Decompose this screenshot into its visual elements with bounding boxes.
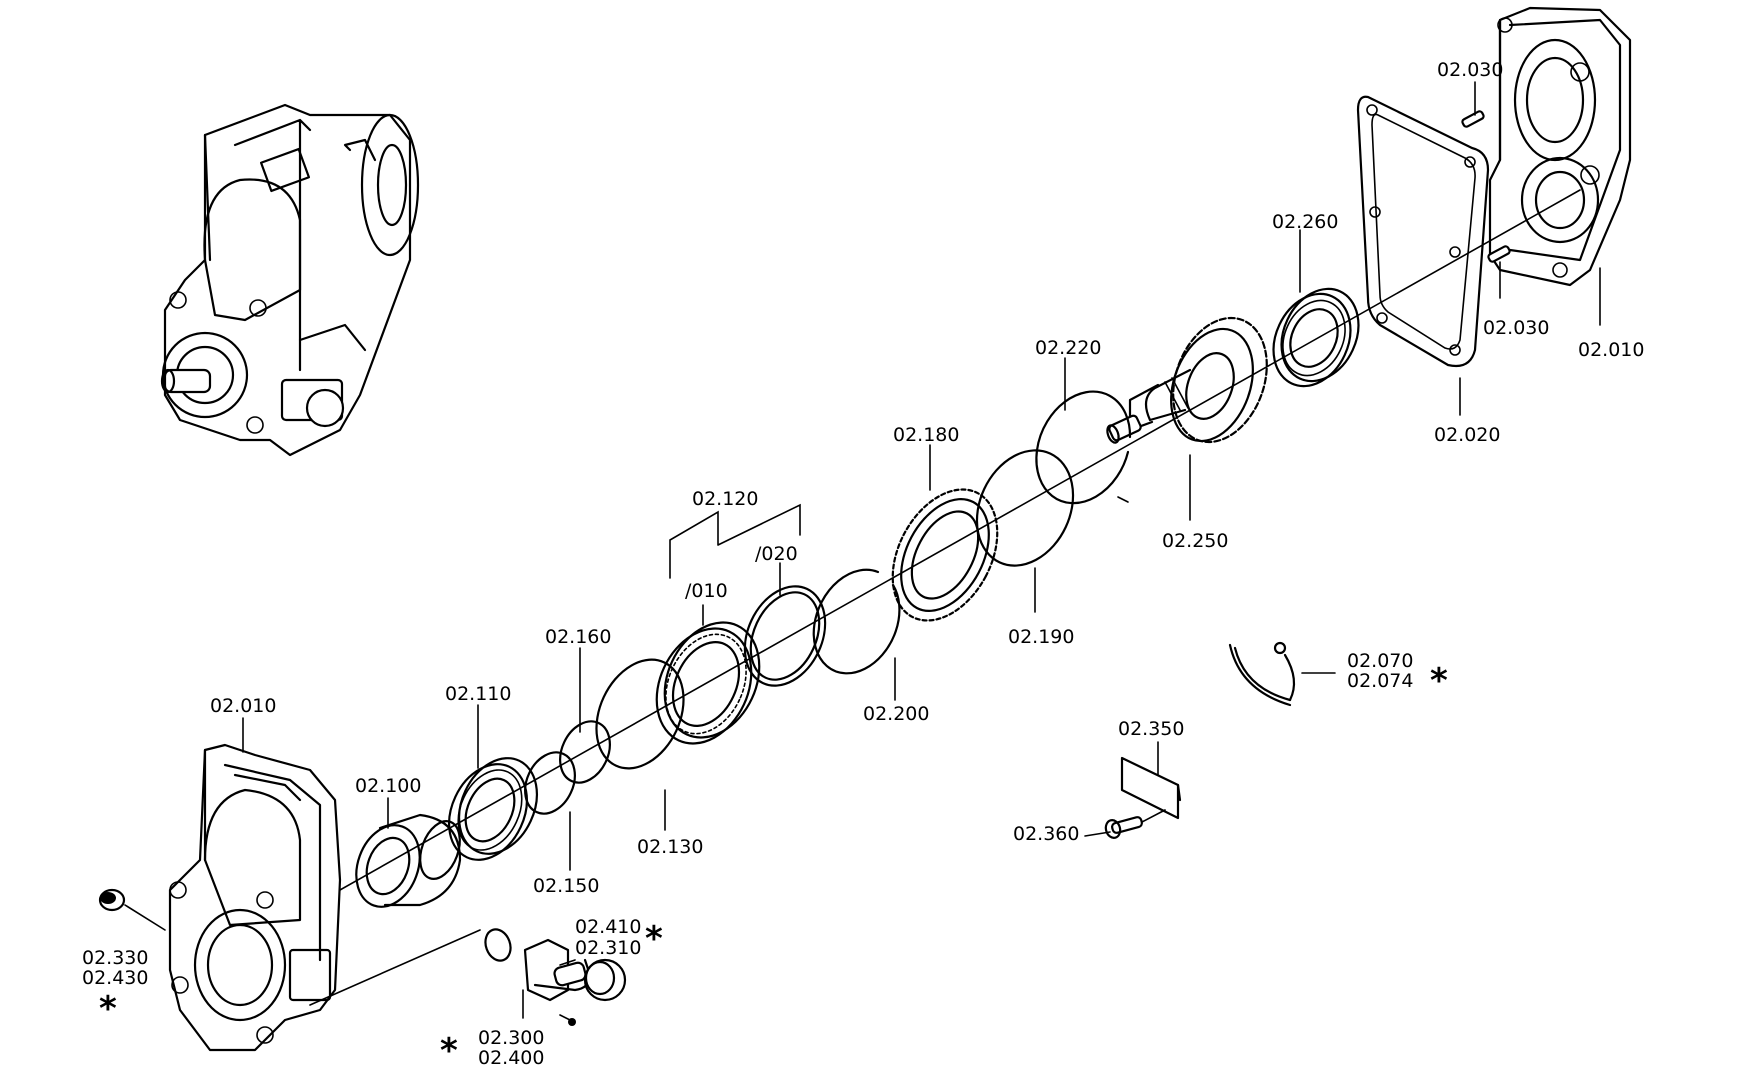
bearing-02-110 <box>448 757 538 861</box>
synchro-ring-02-180 <box>891 488 999 622</box>
gasket <box>1356 95 1490 368</box>
label-02-030-mid: 02.030 <box>1483 317 1549 339</box>
assembly-axis <box>339 189 1581 891</box>
label-02-400: 02.400 <box>478 1047 544 1069</box>
label-02-110: 02.110 <box>445 683 511 705</box>
screw-02-360 <box>1104 809 1166 839</box>
label-02-330: 02.330 <box>82 947 148 969</box>
label-02-250: 02.250 <box>1162 530 1228 552</box>
circlip-02-070 <box>1228 641 1296 707</box>
label-02-410: 02.410 <box>575 916 641 938</box>
label-02-020: 02.020 <box>1434 424 1500 446</box>
ring-02-150 <box>524 751 576 815</box>
sensor-assembly <box>309 928 627 1026</box>
label-02-360: 02.360 <box>1013 823 1079 845</box>
sleeve-02-100 <box>355 813 462 908</box>
label-02-070: 02.070 <box>1347 650 1413 672</box>
asterisk-02-330: * <box>99 989 117 1029</box>
label-02-130: 02.130 <box>637 836 703 858</box>
gear-shaft-02-250 <box>1106 316 1268 444</box>
label-02-100: 02.100 <box>355 775 421 797</box>
label-02-180: 02.180 <box>893 424 959 446</box>
ring-02-160 <box>559 720 611 784</box>
asterisk-02-410: * <box>645 919 663 959</box>
asterisk-02-070: * <box>1430 661 1448 701</box>
asterisk-02-300: * <box>440 1031 458 1070</box>
bearing-02-260 <box>1272 287 1360 388</box>
housing-left <box>168 743 342 1052</box>
ring-02-130 <box>595 658 685 770</box>
ring-02-190 <box>975 449 1075 567</box>
part-labels: 02.030 02.010 02.030 02.260 02.020 02.22… <box>82 59 1644 1070</box>
label-02-260: 02.260 <box>1272 211 1338 233</box>
label-02-190: 02.190 <box>1008 626 1074 648</box>
label-02-074: 02.074 <box>1347 670 1413 692</box>
label-010: /010 <box>685 580 728 602</box>
label-02-310: 02.310 <box>575 937 641 959</box>
snap-ring-02-220 <box>1035 390 1132 505</box>
plug-02-330 <box>98 888 166 931</box>
label-02-350: 02.350 <box>1118 718 1184 740</box>
dowel-pins <box>1461 110 1511 263</box>
label-02-010-right: 02.010 <box>1578 339 1644 361</box>
snap-ring-02-200 <box>812 568 901 675</box>
label-02-030-top: 02.030 <box>1437 59 1503 81</box>
label-02-200: 02.200 <box>863 703 929 725</box>
label-020: /020 <box>755 543 798 565</box>
assembled-unit-view <box>160 103 420 457</box>
bracket-02-350 <box>1120 756 1182 820</box>
label-02-430: 02.430 <box>82 967 148 989</box>
ring-020 <box>743 585 827 687</box>
label-02-150: 02.150 <box>533 875 599 897</box>
label-02-010-left: 02.010 <box>210 695 276 717</box>
label-02-120: 02.120 <box>692 488 758 510</box>
leader-lines <box>242 81 1601 1019</box>
label-02-300: 02.300 <box>478 1027 544 1049</box>
label-02-160: 02.160 <box>545 626 611 648</box>
housing-right <box>1488 6 1632 287</box>
label-02-220: 02.220 <box>1035 337 1101 359</box>
